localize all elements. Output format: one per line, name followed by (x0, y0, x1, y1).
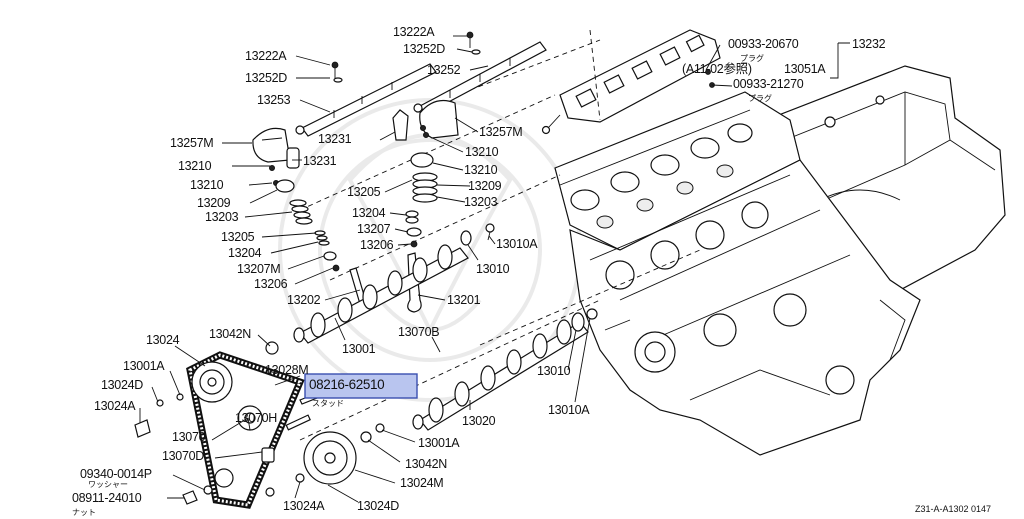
part-label-13257M-left[interactable]: 13257M (170, 136, 214, 150)
part-label-13070B[interactable]: 13070B (398, 325, 440, 339)
sublabel-plug-1: プラグ (740, 53, 764, 63)
part-label-13252-top[interactable]: 13252 (427, 63, 461, 77)
part-label-13209-a[interactable]: 13209 (197, 196, 231, 210)
part-label-13232[interactable]: 13232 (852, 37, 886, 51)
part-label-13252D-left[interactable]: 13252D (245, 71, 288, 85)
part-label-13070D[interactable]: 13070D (162, 449, 205, 463)
part-label-13231-a[interactable]: 13231 (303, 154, 337, 168)
part-label-13024[interactable]: 13024 (146, 333, 180, 347)
part-label-13070[interactable]: 13070 (172, 430, 206, 444)
part-label-13210-a[interactable]: 13210 (178, 159, 212, 173)
part-label-13207[interactable]: 13207 (357, 222, 391, 236)
part-label-13203-a[interactable]: 13203 (205, 210, 239, 224)
part-label-13201[interactable]: 13201 (447, 293, 481, 307)
part-label-13024A-left[interactable]: 13024A (94, 399, 137, 413)
part-label-00933-21270[interactable]: 00933-21270 (733, 77, 804, 91)
highlight-part-sub: スタッド (312, 399, 344, 408)
part-label-00933-20670[interactable]: 00933-20670 (728, 37, 799, 51)
part-label-13024D-left[interactable]: 13024D (101, 378, 144, 392)
part-label-13042N-bottom[interactable]: 13042N (405, 457, 448, 471)
valvetrain-right (392, 100, 495, 313)
part-label-13010A-b[interactable]: 13010A (548, 403, 591, 417)
part-label-13024M[interactable]: 13024M (400, 476, 444, 490)
alignment-lines (299, 29, 701, 441)
diagram-code: Z31-A-A1302 0147 (915, 504, 991, 514)
camshaft-upper (293, 244, 469, 344)
part-label-13205-a[interactable]: 13205 (221, 230, 255, 244)
sublabel-plug-2: プラグ (748, 93, 772, 103)
part-label-13231-b[interactable]: 13231 (318, 132, 352, 146)
intake-manifold-drawing (541, 29, 721, 135)
part-label-13207M[interactable]: 13207M (237, 262, 281, 276)
leader-lines (139, 35, 850, 503)
highlight-part-number[interactable]: 08216-62510 (309, 377, 385, 392)
part-label-13042N-left[interactable]: 13042N (209, 327, 252, 341)
engine-block-drawing (554, 65, 1006, 456)
part-label-13203-b[interactable]: 13203 (464, 195, 498, 209)
timing-belt-drive (134, 341, 385, 509)
part-label-13210-c[interactable]: 13210 (465, 145, 499, 159)
part-label-13206-a[interactable]: 13206 (254, 277, 288, 291)
rocker-shafts (295, 31, 547, 137)
part-label-13209-b[interactable]: 13209 (468, 179, 502, 193)
part-label-13252D-top[interactable]: 13252D (403, 42, 446, 56)
part-label-13204-b[interactable]: 13204 (352, 206, 386, 220)
part-label-13202[interactable]: 13202 (287, 293, 321, 307)
camshaft-lower (412, 308, 598, 431)
part-label-13001[interactable]: 13001 (342, 342, 376, 356)
part-label-08911-24010[interactable]: 08911-24010 (72, 491, 142, 505)
part-label-13024D-bottom[interactable]: 13024D (357, 499, 400, 513)
part-label-13222A-left[interactable]: 13222A (245, 49, 288, 63)
part-label-13204-a[interactable]: 13204 (228, 246, 262, 260)
part-label-09340-0014P[interactable]: 09340-0014P (80, 467, 152, 481)
part-label-13051A[interactable]: 13051A (784, 62, 827, 76)
part-label-13206-b[interactable]: 13206 (360, 238, 394, 252)
highlighted-part[interactable]: 08216-62510 スタッド (304, 373, 418, 408)
highlight-box[interactable] (304, 373, 418, 399)
part-label-13001A-bottom[interactable]: 13001A (418, 436, 461, 450)
part-label-13028M[interactable]: 13028M (265, 363, 309, 377)
part-label-13210-d[interactable]: 13210 (464, 163, 498, 177)
part-label-13010-b[interactable]: 13010 (537, 364, 571, 378)
part-label-13024A-bottom[interactable]: 13024A (283, 499, 326, 513)
part-label-13205-b[interactable]: 13205 (347, 185, 381, 199)
part-label-13253[interactable]: 13253 (257, 93, 291, 107)
part-label-13001A-left[interactable]: 13001A (123, 359, 166, 373)
sublabel-washer: ワッシャー (88, 480, 128, 489)
valvetrain-left (252, 127, 367, 305)
part-labels: 13222A 13252D 13252 13222A 13252D 13253 13257M… (72, 25, 886, 513)
part-label-A11-02[interactable]: (A11-02参照) (682, 61, 752, 76)
part-label-13010-a[interactable]: 13010 (476, 262, 510, 276)
part-label-13222A-top[interactable]: 13222A (393, 25, 436, 39)
part-label-13010A-a[interactable]: 13010A (496, 237, 539, 251)
sublabel-nut: ナット (72, 508, 96, 517)
part-label-13070H[interactable]: 13070H (235, 411, 278, 425)
part-label-13210-b[interactable]: 13210 (190, 178, 224, 192)
part-label-13257M-right[interactable]: 13257M (479, 125, 523, 139)
part-label-13020[interactable]: 13020 (462, 414, 496, 428)
